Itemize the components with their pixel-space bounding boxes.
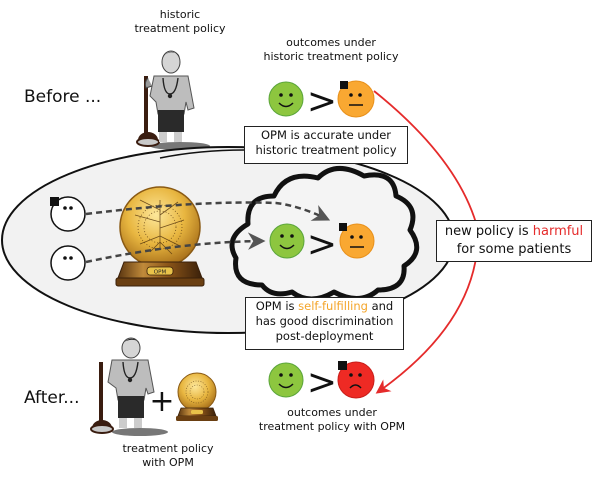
treated-marker-icon: [340, 81, 348, 89]
blank-face-untreated: [50, 245, 86, 281]
accurate-callout-line2: historic treatment policy: [255, 143, 397, 157]
blank-face-treated: [50, 196, 86, 232]
treated-marker-icon: [338, 361, 347, 370]
self-fulfilling-highlight: self-fulfilling: [298, 299, 368, 313]
sad-face-opm: [337, 361, 375, 399]
opm-crystal-ball-small-icon: [176, 372, 218, 421]
happy-face-opm: [268, 362, 304, 398]
outcomes-opm-label-2: treatment policy with OPM: [259, 420, 405, 433]
prediction-arrow-treated: [85, 201, 331, 221]
policy-with-opm-label-2: with OPM: [142, 456, 194, 469]
after-label: After...: [24, 388, 79, 408]
happy-face-historic: [268, 81, 304, 117]
greater-than-symbol-cloud: >: [307, 224, 337, 265]
plus-symbol: +: [149, 384, 174, 419]
harmful-highlight: harmful: [532, 224, 584, 239]
accurate-callout-line1: OPM is accurate under: [260, 128, 392, 142]
prediction-arrow-untreated: [85, 232, 266, 264]
before-label: Before ...: [24, 87, 101, 107]
opm-crystal-ball-icon: OPM: [115, 186, 205, 287]
callout-text: new policy is: [444, 224, 533, 239]
self-fulfilling-callout-line2: has good discrimination: [255, 314, 394, 328]
self-fulfilling-callout: OPM is self-fulfilling and has good disc…: [245, 297, 404, 350]
doctor-icon: [136, 50, 210, 150]
happy-face-cloud: [269, 223, 305, 259]
outcome-cloud: [229, 166, 420, 302]
harmful-callout: new policy is harmful for some patients: [436, 220, 592, 262]
treated-marker-icon: [339, 223, 347, 231]
historic-policy-label-2: treatment policy: [134, 22, 226, 35]
outcomes-historic-label-1: outcomes under: [286, 36, 376, 49]
self-fulfilling-callout-line3: post-deployment: [275, 329, 374, 343]
harmful-callout-line1: new policy is harmful: [441, 223, 587, 241]
callout-text: OPM is: [255, 299, 299, 313]
opm-plaque-label: OPM: [154, 270, 167, 276]
outcomes-opm-label-1: outcomes under: [287, 406, 377, 419]
treated-marker-icon: [50, 197, 59, 206]
greater-than-symbol-historic: >: [307, 81, 337, 122]
neutral-face-historic: [337, 80, 375, 118]
greater-than-symbol-opm: >: [307, 362, 337, 403]
self-fulfilling-callout-line1: OPM is self-fulfilling and: [250, 299, 399, 314]
outcomes-historic-label-2: historic treatment policy: [264, 50, 399, 63]
callout-text: and: [367, 299, 394, 313]
doctor-icon-after: [90, 337, 168, 436]
policy-with-opm-label-1: treatment policy: [122, 442, 214, 455]
harmful-callout-line2: for some patients: [456, 242, 572, 257]
historic-policy-label-1: historic: [160, 8, 200, 21]
neutral-face-cloud: [339, 223, 375, 259]
accurate-callout: OPM is accurate under historic treatment…: [244, 126, 408, 164]
